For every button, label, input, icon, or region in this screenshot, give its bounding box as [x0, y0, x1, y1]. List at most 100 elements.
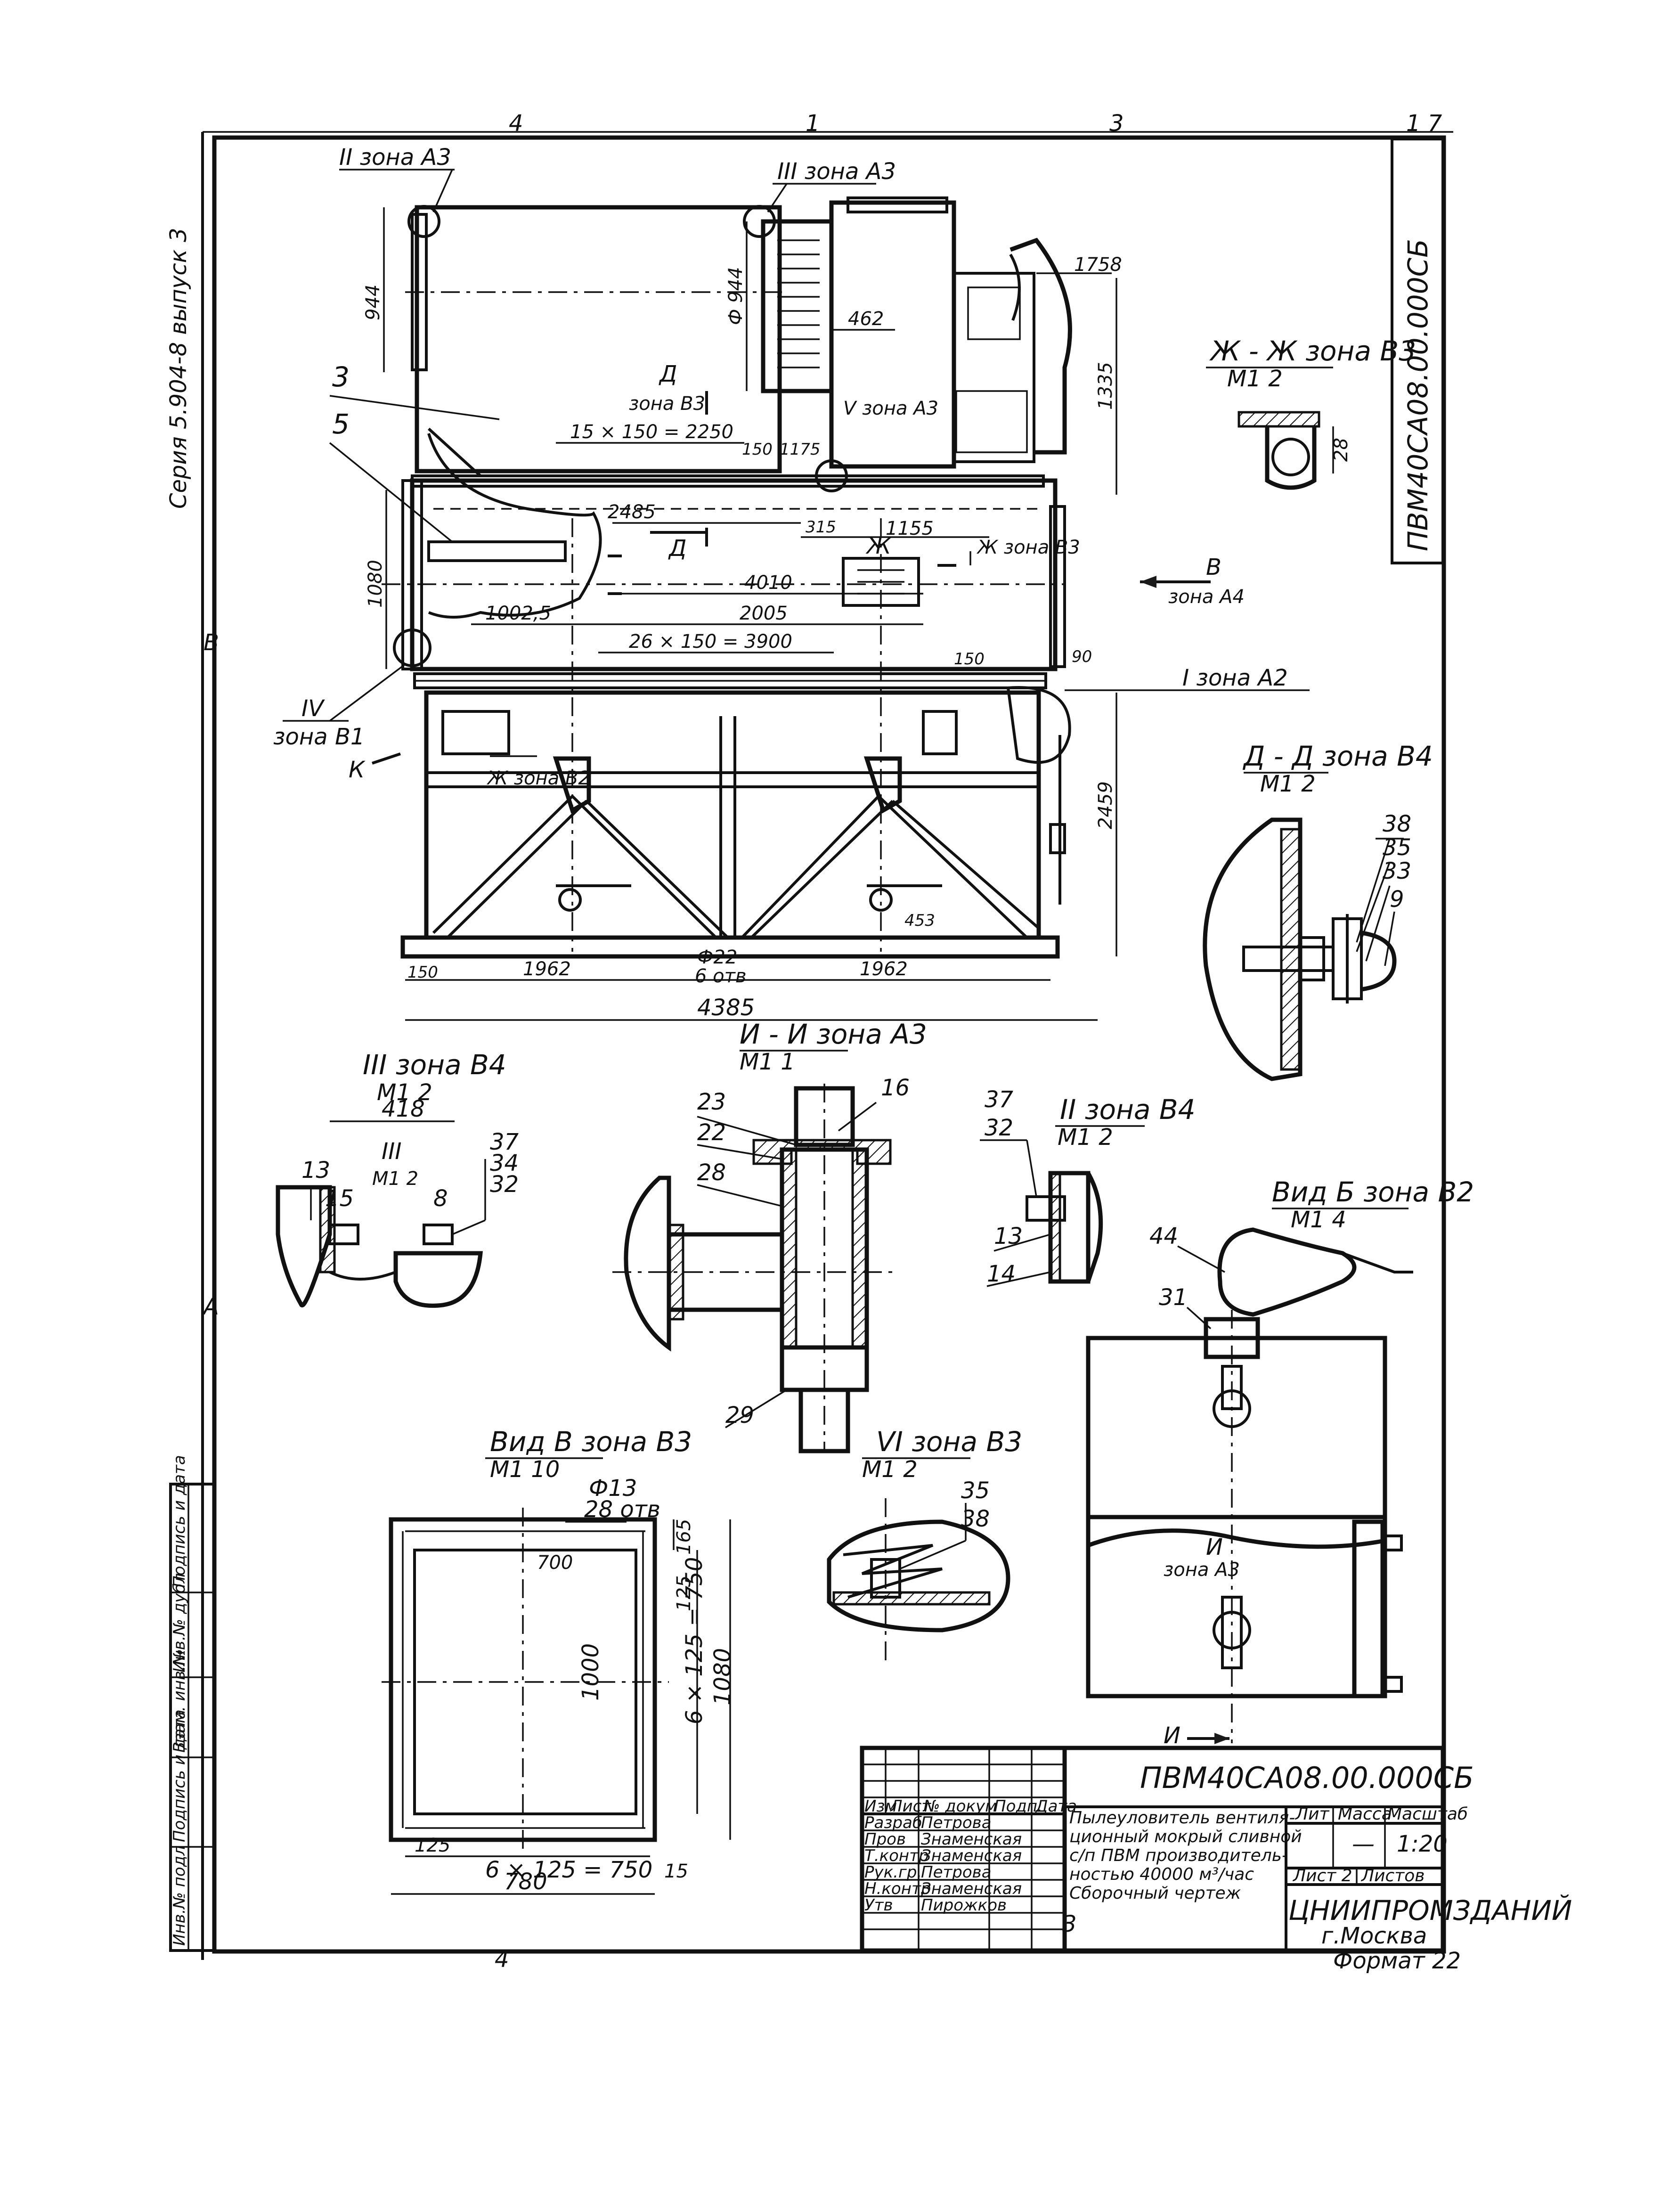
revision-grid — [862, 1748, 1065, 1951]
inlet-ribs — [777, 239, 820, 368]
fan-scroll — [1010, 237, 1072, 455]
section-d-shell — [1203, 817, 1303, 1081]
dim-1335: 1335 — [1095, 362, 1116, 410]
dim-15x150: 15 × 150 = 2250 — [570, 421, 733, 443]
zone-mark-left-b: В — [204, 629, 219, 656]
dim-1155: 1155 — [886, 518, 934, 539]
breakout-curve — [427, 433, 602, 619]
view-v-dim-1080: 1080 — [709, 1648, 736, 1706]
person-3: Петрова — [921, 1863, 992, 1882]
detail-iii-sub-title: III — [382, 1138, 401, 1165]
section-d: Д - Д зона В4 М1 2 38 35 33 9 — [1203, 740, 1433, 1081]
dim-944-dia: Ф 944 — [725, 267, 747, 326]
fan-motor-box — [953, 272, 1035, 463]
zone-mark-bottom-1: 4 — [495, 1946, 509, 1973]
view-b-lower-block — [1086, 1515, 1387, 1698]
lower-frame — [424, 690, 1041, 940]
title-mass-value: — — [1352, 1831, 1375, 1857]
section-d-p33: 33 — [1383, 858, 1411, 884]
dim-22: Ф22 — [697, 947, 737, 968]
person-4: Знаменская — [921, 1879, 1022, 1898]
position-5: 5 — [332, 408, 350, 440]
view-v-dim-125-b: 125 — [415, 1835, 450, 1856]
section-zh-scale: М1 2 — [1227, 366, 1283, 392]
stamp-inv-podl: Инв.№ подл — [170, 1845, 189, 1946]
title-city: г.Москва — [1321, 1923, 1427, 1949]
section-ii-scale: М1 1 — [740, 1049, 795, 1075]
view-b-title: Вид Б зона В2 — [1272, 1176, 1474, 1208]
detail-iii-p13: 13 — [301, 1157, 330, 1184]
view-b-tip — [1217, 1227, 1357, 1317]
inner-plate — [427, 540, 567, 562]
section-d-arrow2: Д — [668, 535, 687, 562]
k-arrow: К — [349, 757, 366, 783]
title-scale-value: 1:20 — [1397, 1831, 1448, 1857]
view-b-p44: 44 — [1149, 1223, 1178, 1249]
dim-2459: 2459 — [1095, 781, 1116, 829]
detail-VI-p38: 38 — [961, 1506, 990, 1532]
view-b-scale: М1 4 — [1291, 1207, 1346, 1233]
main-body — [410, 478, 1058, 671]
dim-1002: 1002,5 — [485, 603, 551, 624]
dim-150-top: 150 — [742, 440, 773, 459]
section-ii-p23: 23 — [697, 1089, 726, 1115]
view-v-holes — [402, 1530, 645, 1829]
view-v-dim-165: 165 — [673, 1519, 695, 1555]
tee-branch-shell — [624, 1175, 671, 1352]
dim-1175: 1175 — [780, 440, 821, 459]
title-lit-label: Лит — [1294, 1804, 1329, 1824]
detail-VI-scale: М1 2 — [862, 1456, 918, 1483]
section-ii: И - И зона А3 М1 1 23 16 22 28 29 — [612, 1018, 927, 1453]
dim-26x150: 26 × 150 = 3900 — [629, 631, 792, 653]
section-d-title: Д - Д зона В4 — [1242, 740, 1433, 772]
detail-VI: VI зона В3 М1 2 35 38 — [827, 1426, 1022, 1663]
dim-4385: 4385 — [697, 995, 755, 1021]
rev-head-list: Лист — [889, 1797, 931, 1816]
zh-zone-right: Ж зона В3 — [976, 537, 1080, 558]
dim-1758: 1758 — [1074, 254, 1122, 276]
callout-IV-mark: IV — [301, 695, 325, 722]
dim-1962-a: 1962 — [523, 958, 571, 980]
section-d-p38: 38 — [1383, 811, 1411, 837]
rev-head-sign: Подп. — [994, 1797, 1042, 1816]
view-v-dim-1000: 1000 — [578, 1643, 604, 1701]
zone-mark-top-4: 1 7 — [1406, 110, 1442, 137]
vertical-code-box: ПВМ40СА08.00.000СБ — [1391, 138, 1444, 564]
person-0: Петрова — [921, 1813, 992, 1832]
title-name-line-2: ционный мокрый сливной — [1069, 1827, 1302, 1846]
detail-iii-scale: М1 2 — [377, 1079, 432, 1106]
rev-head-date: Дата — [1034, 1797, 1077, 1816]
stamp-vzam-inv: Взам. инв.№ — [170, 1649, 189, 1753]
main-assembly-view: 944 Ф 944 462 1758 1335 II зона А3 III з… — [273, 144, 1310, 1021]
dim-2005: 2005 — [740, 603, 788, 624]
title-block: ПВМ40СА08.00.000СБ Пылеуловитель вентиля… — [860, 1746, 1572, 1974]
dim-6-otv: 6 отв — [695, 965, 747, 987]
dim-315: 315 — [806, 518, 836, 537]
detail-II-p32: 32 — [985, 1115, 1013, 1141]
role-5: Утв — [864, 1896, 893, 1915]
stamp-sign-date-2: Подпись и дата — [170, 1455, 189, 1588]
zh-arrow: Ж — [865, 533, 892, 559]
hopper-left-neck — [553, 756, 591, 814]
dim-944-left: 944 — [362, 285, 384, 320]
detail-II-scale: М1 2 — [1058, 1124, 1113, 1151]
view-v-dim-780: 780 — [504, 1869, 547, 1895]
callout-II-circle — [407, 205, 440, 238]
view-b-p31: 31 — [1159, 1284, 1188, 1311]
dim-2485: 2485 — [608, 501, 656, 523]
title-name-line-5: Сборочный чертеж — [1069, 1884, 1241, 1903]
view-v-dim-6x125-h: 6 × 125 = 750 — [485, 1857, 652, 1883]
title-name-line-1: Пылеуловитель вентиля- — [1069, 1808, 1295, 1828]
dim-90: 90 — [1072, 647, 1092, 666]
dim-4010: 4010 — [744, 572, 792, 594]
section-d-p35: 35 — [1383, 834, 1411, 861]
zone-mark-top-2: 1 — [806, 110, 820, 137]
section-ii-p28: 28 — [697, 1159, 726, 1186]
detail-VI-p35: 35 — [961, 1477, 990, 1504]
hopper-right-neck — [863, 756, 902, 814]
detail-II-p37: 37 — [985, 1086, 1014, 1113]
section-zh: Ж - Ж зона В3 М1 2 28 — [1206, 335, 1416, 490]
title-mass-label: Масса — [1338, 1804, 1392, 1824]
callout-II-zone: II зона А3 — [339, 144, 451, 171]
dim-150-right: 150 — [954, 650, 985, 669]
